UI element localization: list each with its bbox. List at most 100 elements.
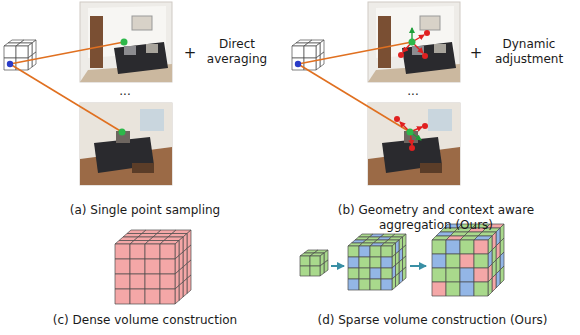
offset-point <box>422 53 428 59</box>
offset-point <box>424 30 430 36</box>
voxel-face <box>115 259 130 274</box>
voxel-face <box>432 282 446 296</box>
voxel-face <box>359 257 370 268</box>
room-image <box>80 2 172 82</box>
voxel-face <box>300 256 310 266</box>
voxel-face <box>460 254 474 268</box>
voxel-face <box>474 254 488 268</box>
voxel-face <box>348 268 359 279</box>
picture <box>420 16 440 30</box>
table <box>420 163 442 173</box>
voxel-face <box>460 268 474 282</box>
sample-point <box>407 129 414 136</box>
voxel-face <box>145 244 160 259</box>
image-ground <box>80 2 172 82</box>
panel-caption: (a) Single point sampling <box>20 203 270 218</box>
projection-ray <box>10 64 122 132</box>
plus-sign: + <box>468 46 484 61</box>
voxel-face <box>474 268 488 282</box>
table <box>132 163 154 173</box>
voxel-face <box>432 268 446 282</box>
offset-point <box>398 52 404 58</box>
voxel-face <box>392 276 396 290</box>
sample-point <box>409 39 416 46</box>
voxel-face <box>16 46 28 58</box>
door <box>378 16 391 68</box>
annotation: Direct averaging <box>200 37 274 67</box>
voxel-face <box>316 55 320 70</box>
voxel-face <box>348 279 359 290</box>
voxel-face <box>300 266 310 276</box>
voxel-face <box>446 282 460 296</box>
voxel-face <box>446 254 460 268</box>
offset-point <box>422 123 428 129</box>
voxel-face <box>145 274 160 289</box>
voxel-face <box>381 279 392 290</box>
voxel-face <box>324 260 328 273</box>
voxel-face <box>292 46 304 58</box>
window <box>428 109 452 131</box>
image-ground <box>368 2 460 82</box>
voxel-face <box>474 240 488 254</box>
sample-point <box>121 39 128 46</box>
offset-point <box>394 116 400 122</box>
voxel-face <box>310 266 320 276</box>
voxel-face <box>381 268 392 279</box>
voxel-face <box>160 244 175 259</box>
door <box>90 16 103 68</box>
voxel-face <box>160 274 175 289</box>
voxel-face <box>130 274 145 289</box>
voxel-face <box>446 240 460 254</box>
voxel-cubes <box>4 40 504 304</box>
picture <box>132 16 152 30</box>
projection-ray <box>298 64 410 132</box>
room-image <box>368 2 460 82</box>
voxel-face <box>370 246 381 257</box>
voxel-face <box>115 244 130 259</box>
voxel-face <box>4 46 16 58</box>
annotation: Dynamic adjustment <box>486 37 572 67</box>
voxel-face <box>460 240 474 254</box>
voxel-face <box>130 244 145 259</box>
voxel-face <box>145 259 160 274</box>
growth-arrow <box>331 265 344 267</box>
voxel-face <box>175 286 179 305</box>
voxel-face <box>130 289 145 304</box>
voxel-point <box>295 61 301 67</box>
offset-point <box>409 145 415 151</box>
panel-caption: (c) Dense volume construction <box>20 313 270 328</box>
sofa <box>114 42 168 74</box>
ellipsis: ... <box>398 84 428 99</box>
voxel-face <box>304 46 316 58</box>
voxel-face <box>403 267 407 281</box>
voxel-face <box>474 282 488 296</box>
voxel-face <box>130 259 145 274</box>
voxel-face <box>359 246 370 257</box>
plus-sign: + <box>182 46 198 61</box>
sample-point <box>119 129 126 136</box>
cushion <box>124 46 136 55</box>
ellipsis: ... <box>110 84 140 99</box>
voxel-face <box>370 268 381 279</box>
voxel-face <box>500 266 504 284</box>
voxel-face <box>432 240 446 254</box>
voxel-face <box>28 55 32 70</box>
voxel-face <box>115 274 130 289</box>
growth-arrow <box>410 265 426 267</box>
voxel-face <box>446 268 460 282</box>
voxel-face <box>310 256 320 266</box>
voxel-face <box>359 268 370 279</box>
voxel-face <box>183 279 187 298</box>
voxel-face <box>160 289 175 304</box>
voxel-face <box>381 246 392 257</box>
cushion <box>434 44 446 53</box>
voxel-face <box>432 254 446 268</box>
voxel-face <box>399 270 403 284</box>
voxel-face <box>348 257 359 268</box>
voxel-face <box>145 289 160 304</box>
voxel-face <box>359 279 370 290</box>
voxel-point <box>7 61 13 67</box>
voxel-face <box>381 257 392 268</box>
projection-ray <box>298 42 412 64</box>
